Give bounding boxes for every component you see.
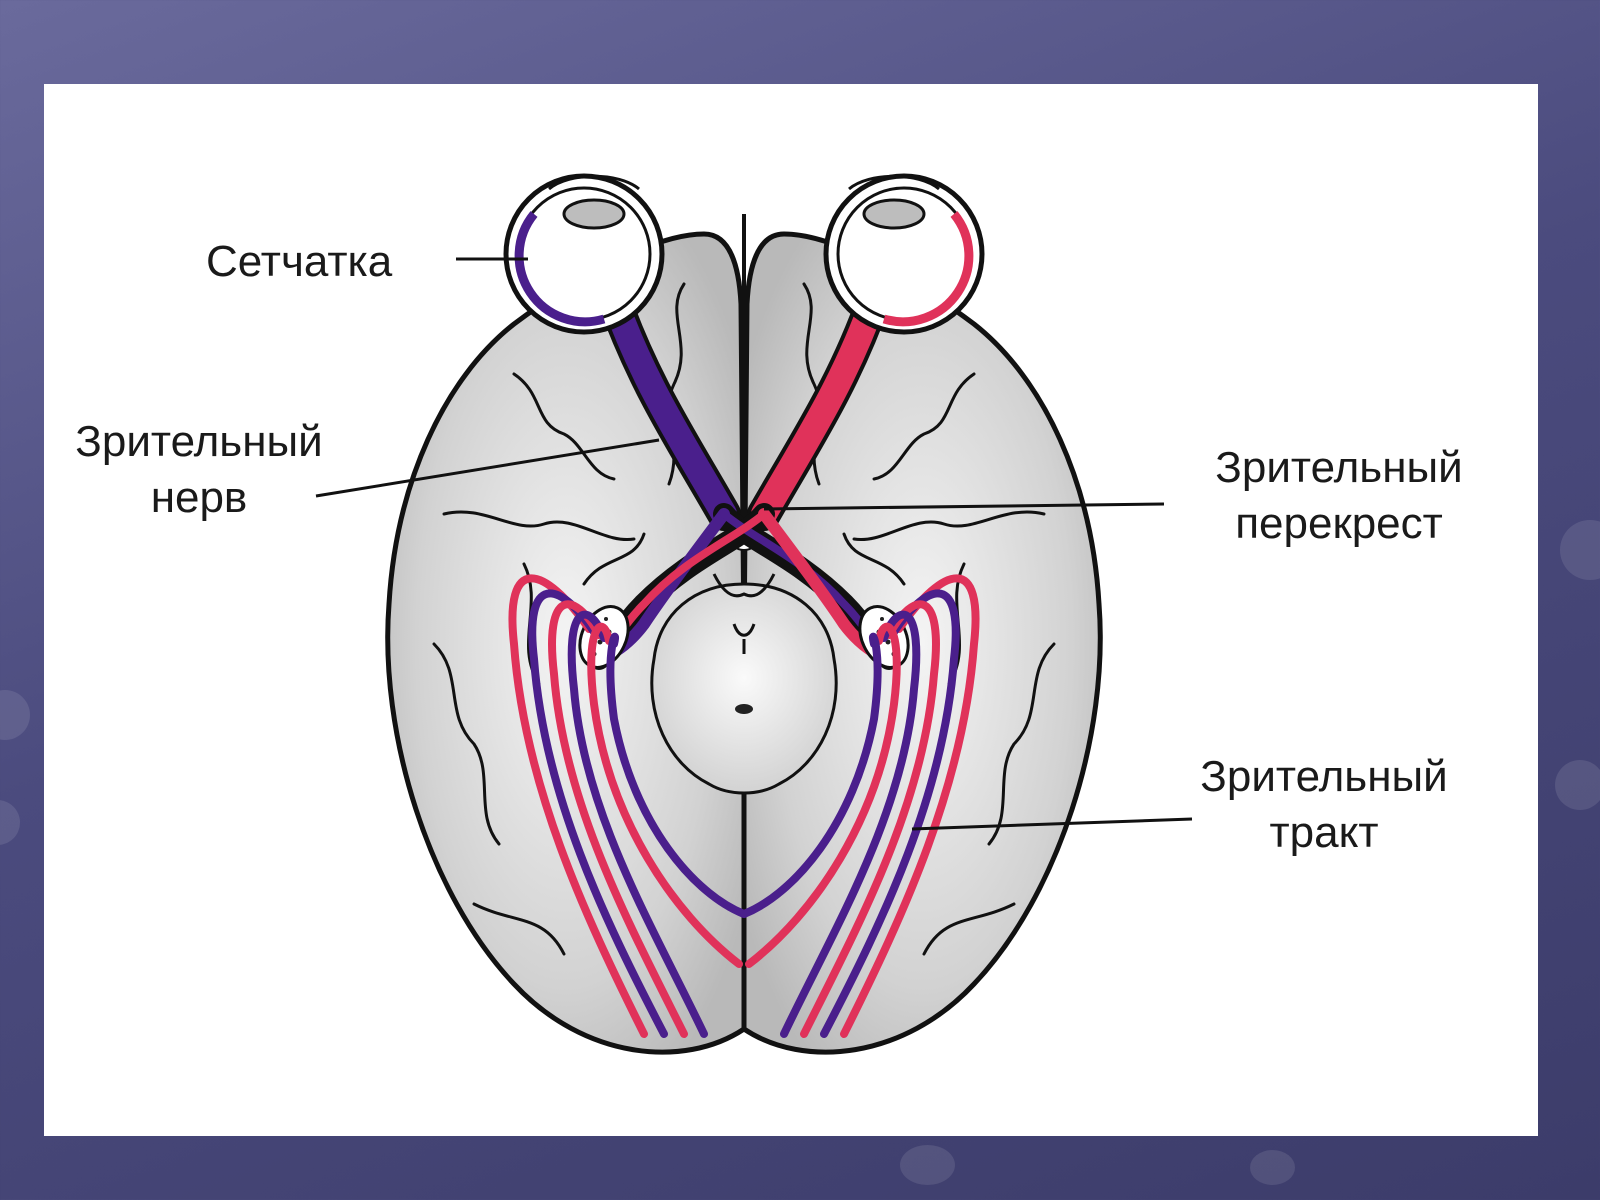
brain-visual-pathway-diagram [315,173,1193,1055]
label-optic-chiasm: Зрительный перекрест [1174,440,1504,552]
label-optic-tract-line1: Зрительный [1200,752,1448,801]
leader-optic-tract [911,817,1193,831]
background-dot [1560,520,1600,580]
leader-optic-nerve [315,438,660,498]
background-dot [900,1145,955,1185]
optic-nerves [597,282,891,531]
aqueduct [732,623,756,654]
left-eye [503,173,665,335]
optic-radiations-left [508,574,748,1038]
background-dot [0,800,20,845]
slide-panel: Сетчатка Зрительный нерв Зрительный пере… [44,84,1538,1136]
right-hemisphere [741,231,1103,1055]
right-eye [823,173,985,335]
label-optic-nerve-line1: Зрительный [75,417,323,466]
label-optic-nerve: Зрительный нерв [44,414,364,526]
background-dot [1250,1150,1295,1185]
label-leader-lines [315,257,1193,831]
aqueduct-opening [735,704,753,714]
background-dot [0,690,30,740]
label-optic-tract: Зрительный тракт [1159,749,1489,861]
optic-radiations-right [740,574,980,1038]
label-optic-chiasm-line2: перекрест [1235,499,1443,548]
brainstem [650,582,838,795]
cerebral-peduncles [712,573,776,598]
leader-chiasm [763,502,1165,511]
label-optic-tract-line2: тракт [1269,808,1379,857]
label-optic-nerve-line2: нерв [150,473,248,522]
label-retina: Сетчатка [206,237,393,286]
label-optic-chiasm-line1: Зрительный [1215,443,1463,492]
left-hemisphere [385,231,747,1055]
background-dot [1555,760,1600,810]
